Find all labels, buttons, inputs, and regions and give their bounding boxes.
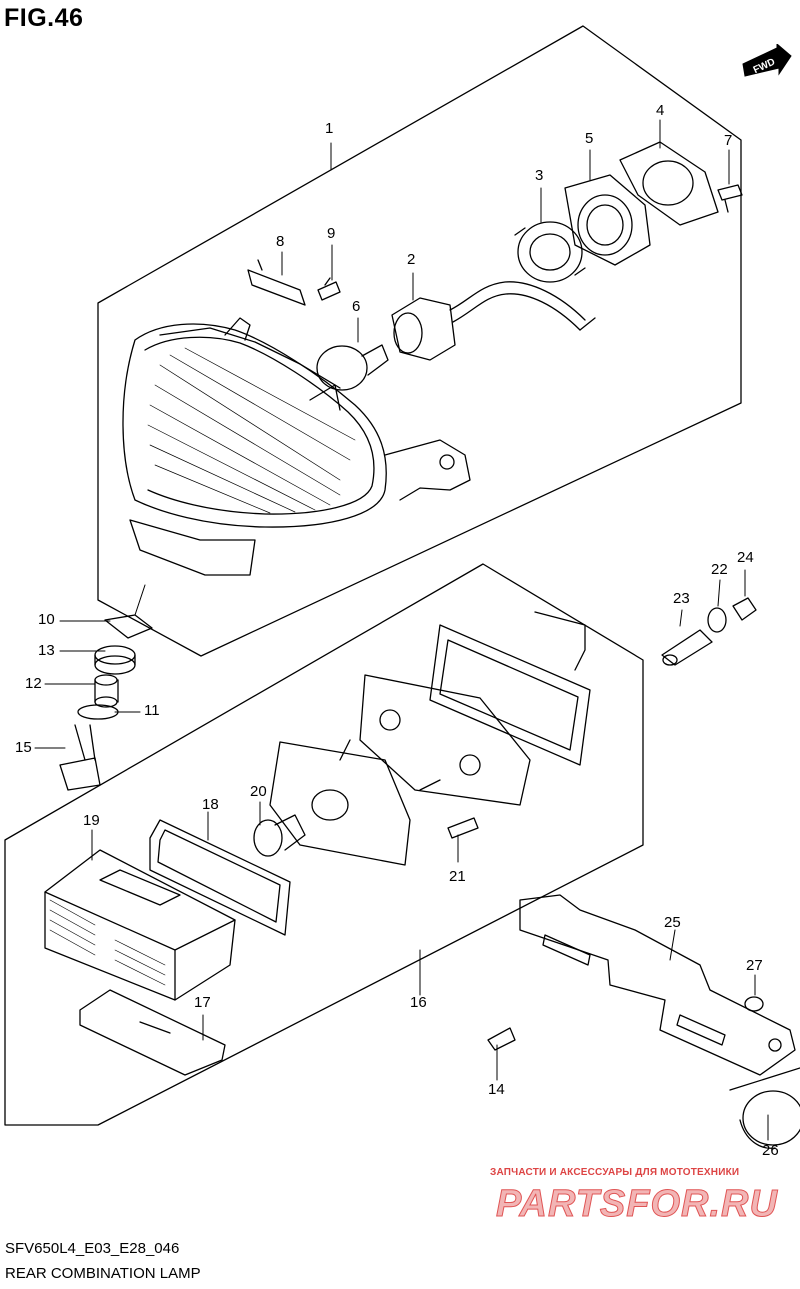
callout-22: 22 bbox=[711, 561, 728, 578]
tail-bulb bbox=[316, 344, 389, 391]
spacer-washer-nut bbox=[661, 597, 757, 666]
socket-gasket bbox=[619, 141, 719, 226]
callout-9: 9 bbox=[327, 225, 336, 242]
callout-5: 5 bbox=[585, 130, 594, 147]
screw-9 bbox=[317, 277, 341, 301]
mounting-stack bbox=[59, 614, 153, 791]
callout-17: 17 bbox=[194, 994, 211, 1011]
figure-title: FIG.46 bbox=[4, 4, 84, 32]
license-lens bbox=[79, 989, 226, 1076]
diagram-code: SFV650L4_E03_E28_046 bbox=[5, 1240, 180, 1257]
callout-18: 18 bbox=[202, 796, 219, 813]
socket-lock-ring bbox=[514, 221, 586, 283]
callout-14: 14 bbox=[488, 1081, 505, 1098]
screw-21 bbox=[447, 817, 479, 839]
callout-3: 3 bbox=[535, 167, 544, 184]
rear-lamp-housing bbox=[122, 317, 471, 576]
reflector-lens bbox=[44, 849, 236, 1001]
diagram-name: REAR COMBINATION LAMP bbox=[5, 1265, 201, 1282]
callout-15: 15 bbox=[15, 739, 32, 756]
wire-clamp bbox=[247, 259, 306, 306]
callout-12: 12 bbox=[25, 675, 42, 692]
callout-27: 27 bbox=[746, 957, 763, 974]
callout-24: 24 bbox=[737, 549, 754, 566]
callout-4: 4 bbox=[656, 102, 665, 119]
leader-lines bbox=[34, 119, 769, 1141]
nut-27 bbox=[744, 996, 764, 1012]
watermark-logo: PARTSFOR.RU bbox=[496, 1183, 778, 1226]
license-lamp-gasket bbox=[429, 611, 591, 766]
socket-holder bbox=[564, 174, 651, 266]
callout-2: 2 bbox=[407, 251, 416, 268]
callout-16: 16 bbox=[410, 994, 427, 1011]
callout-20: 20 bbox=[250, 783, 267, 800]
license-bulb bbox=[253, 814, 306, 857]
clip-14 bbox=[487, 1027, 516, 1051]
callout-10: 10 bbox=[38, 611, 55, 628]
callout-7: 7 bbox=[724, 132, 733, 149]
callout-8: 8 bbox=[276, 233, 285, 250]
lower-assembly-frame bbox=[4, 563, 644, 1126]
lens-gasket bbox=[149, 819, 291, 936]
reflector-bracket bbox=[519, 894, 796, 1076]
callout-19: 19 bbox=[83, 812, 100, 829]
upper-assembly-frame bbox=[97, 25, 742, 657]
callout-26: 26 bbox=[762, 1142, 779, 1159]
callout-23: 23 bbox=[673, 590, 690, 607]
screw-7 bbox=[717, 184, 743, 213]
watermark-logo-text: PARTSFOR.RU bbox=[496, 1183, 778, 1225]
callout-11: 11 bbox=[144, 702, 160, 719]
callout-25: 25 bbox=[664, 914, 681, 931]
callout-1: 1 bbox=[325, 120, 334, 137]
callout-21: 21 bbox=[449, 868, 466, 885]
watermark-tagline: ЗАПЧАСТИ И АКСЕССУАРЫ ДЛЯ МОТОТЕХНИКИ bbox=[490, 1167, 740, 1178]
forward-direction-badge: FWD bbox=[741, 42, 793, 83]
rear-reflector bbox=[729, 1067, 800, 1149]
license-lamp-housing bbox=[359, 674, 531, 806]
bulb-socket-with-wire bbox=[391, 281, 596, 361]
callout-13: 13 bbox=[38, 642, 55, 659]
license-lamp-base bbox=[269, 739, 441, 866]
callout-6: 6 bbox=[352, 298, 361, 315]
